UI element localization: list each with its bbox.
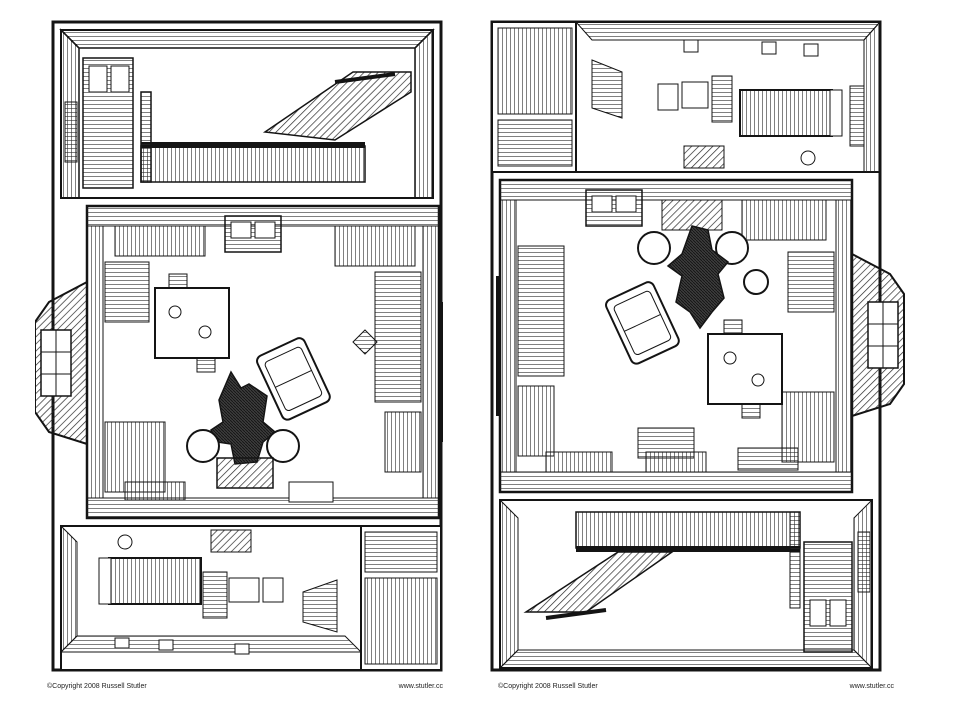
copyright-text: ©Copyright 2008 Russell Stutler bbox=[47, 683, 147, 690]
house-cutaway-left bbox=[35, 20, 443, 672]
house-cutaway-right bbox=[490, 20, 905, 672]
site-url-text[interactable]: www.stutler.cc bbox=[849, 683, 894, 690]
stairwell bbox=[491, 21, 577, 173]
stairwell bbox=[360, 525, 442, 671]
site-url-text[interactable]: www.stutler.cc bbox=[398, 683, 443, 690]
bedroom bbox=[574, 20, 882, 173]
main-room bbox=[496, 178, 905, 494]
top-room bbox=[59, 28, 435, 199]
house-drawing-right: ©Copyright 2008 Russell Stutler www.stut… bbox=[486, 12, 906, 692]
house-drawing-left: ©Copyright 2008 Russell Stutler www.stut… bbox=[35, 12, 455, 692]
main-room bbox=[35, 204, 443, 520]
copyright-text: ©Copyright 2008 Russell Stutler bbox=[498, 683, 598, 690]
bottom-room bbox=[498, 498, 874, 670]
bedroom bbox=[59, 524, 363, 671]
